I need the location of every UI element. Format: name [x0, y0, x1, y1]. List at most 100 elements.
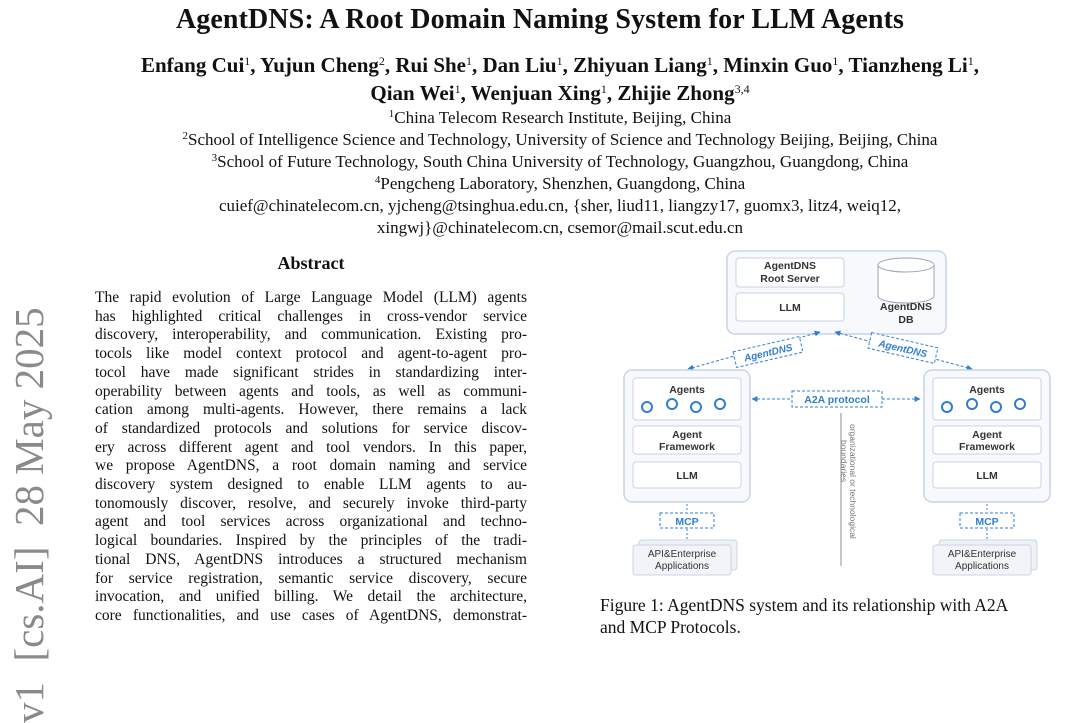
author-affiliation-mark: 1 [466, 54, 472, 68]
author-separator: , [460, 81, 471, 105]
left-agent-system: Agents Agent Framework LLM [623, 369, 751, 503]
right-framework-label-2: Framework [959, 441, 1015, 453]
left-llm-label: LLM [676, 470, 698, 482]
boundary-label-1: organizational or technological [848, 424, 858, 539]
boundary-label-2: boundaries [839, 440, 849, 482]
paper-title: AgentDNS: A Root Domain Naming System fo… [175, 4, 905, 35]
abstract-line: agent and tool services across organizat… [95, 513, 527, 531]
right-framework-label-1: Agent [972, 429, 1002, 441]
root-server-label-2: Root Server [760, 273, 820, 285]
affiliation-line: 3School of Future Technology, South Chin… [60, 151, 1060, 173]
affiliation-text: School of Future Technology, South China… [217, 152, 909, 171]
arxiv-stamp: v1 [cs.AI] 28 May 2025 [6, 307, 52, 723]
caption-line-2: and MCP Protocols. [600, 617, 741, 637]
right-llm-label: LLM [976, 470, 998, 482]
author-line-2: Qian Wei1, Wenjuan Xing1, Zhijie Zhong3,… [60, 79, 1060, 107]
author-separator: , [250, 53, 261, 77]
affiliation-mark: 2 [182, 130, 189, 142]
author-affiliation-mark: 1 [244, 54, 251, 68]
author-name: Zhijie Zhong [617, 81, 735, 105]
left-mcp-label: MCP [675, 516, 698, 528]
a2a-protocol-label: A2A protocol [804, 394, 870, 406]
author-affiliation-mark: 1 [832, 54, 839, 68]
author-affiliation-mark: 1 [600, 82, 607, 96]
abstract-line: operability between agents and tools, as… [95, 382, 527, 400]
abstract-heading: Abstract [277, 253, 345, 273]
db-label-1: AgentDNS [880, 301, 932, 313]
abstract-line: we propose AgentDNS, a root domain namin… [95, 457, 527, 475]
affiliation-line: 2School of Intelligence Science and Tech… [60, 129, 1060, 151]
author-name: Qian Wei [370, 81, 455, 105]
right-api-label-2: Applications [955, 561, 1009, 572]
agentdns-links: AgentDNS AgentDNS [687, 330, 973, 371]
caption-line-1: Figure 1: AgentDNS system and its relati… [600, 595, 1009, 615]
abstract-line: tonomously discover, resolve, and secure… [95, 494, 527, 512]
author-separator: , [384, 53, 396, 77]
abstract-line: ery across different agent and tool vend… [95, 438, 527, 456]
abstract-line: cation among multi-agents. However, ther… [95, 401, 527, 419]
left-framework-label-2: Framework [659, 441, 715, 453]
figure-1: AgentDNS Root Server LLM AgentDNS DB Age… [620, 248, 1060, 584]
affiliation-text: China Telecom Research Institute, Beijin… [394, 108, 732, 127]
affiliation-mark: 3 [211, 152, 218, 164]
right-mcp-label: MCP [975, 516, 998, 528]
author-affiliation-mark: 1 [454, 82, 461, 96]
author-list: Enfang Cui1, Yujun Cheng2, Rui She1, Dan… [60, 51, 1060, 107]
author-affiliation-mark: 1 [556, 54, 563, 68]
email-line-2: xingwj}@chinatelecom.cn, csemor@mail.scu… [376, 218, 744, 237]
author-separator: , [838, 53, 849, 77]
right-agent-system: Agents Agent Framework LLM [923, 369, 1051, 503]
abstract-text: The rapid evolution of Large Language Mo… [95, 289, 527, 626]
author-affiliation-mark: 1 [967, 54, 974, 68]
affiliations: 1China Telecom Research Institute, Beiji… [60, 107, 1060, 239]
right-agents-label: Agents [969, 384, 1005, 396]
email-line-1: cuief@chinatelecom.cn, yjcheng@tsinghua.… [218, 196, 902, 215]
author-separator: , [973, 53, 980, 77]
abstract-line: tional DNS, AgentDNS introduces a struct… [95, 550, 527, 568]
abstract-line: logical boundaries. Inspired by the prin… [95, 532, 527, 550]
abstract-line: core functionalities, and use cases of A… [95, 606, 527, 624]
author-separator: , [606, 81, 618, 105]
a2a-protocol-link: A2A protocol [751, 390, 921, 408]
abstract-line: tocol have made significant strides in s… [95, 363, 527, 381]
author-affiliation-mark: 2 [378, 54, 385, 68]
figure-caption: Figure 1: AgentDNS system and its relati… [600, 594, 1070, 638]
left-api-label-1: API&Enterprise [648, 549, 717, 560]
affiliation-text: School of Intelligence Science and Techn… [188, 130, 938, 149]
abstract-line: has highlighted critical challenges in c… [95, 307, 527, 325]
abstract-line: The rapid evolution of Large Language Mo… [95, 289, 527, 306]
author-name: Yujun Cheng [260, 53, 379, 77]
right-agent-icons [941, 398, 1026, 413]
author-affiliation-mark: 1 [706, 54, 713, 68]
author-separator: , [712, 53, 724, 77]
author-name: Rui She [395, 53, 466, 77]
right-mcp-stack: MCP API&Enterprise Applications [932, 504, 1038, 576]
root-llm-label: LLM [779, 302, 801, 314]
abstract-line: discovery, interoperability, and communi… [95, 326, 527, 344]
abstract-line: of standardized protocols and solutions … [95, 419, 527, 437]
author-name: Enfang Cui [140, 53, 245, 77]
database-icon [877, 257, 935, 304]
affiliation-mark: 1 [388, 108, 395, 120]
abstract-line: tocols like model context protocol and a… [95, 345, 527, 363]
author-name: Wenjuan Xing [470, 81, 601, 105]
left-mcp-stack: MCP API&Enterprise Applications [632, 504, 738, 576]
author-name: Tianzheng Li [848, 53, 968, 77]
author-separator: , [562, 53, 574, 77]
left-framework-label-1: Agent [672, 429, 702, 441]
left-api-label-2: Applications [655, 561, 709, 572]
abstract-line: invocation, and unified billing. We deta… [95, 588, 527, 606]
author-name: Dan Liu [482, 53, 557, 77]
left-agents-label: Agents [669, 384, 705, 396]
abstract-line: discovery system designed to enable LLM … [95, 476, 527, 494]
db-label-2: DB [898, 314, 914, 326]
left-agent-icons [641, 398, 726, 413]
author-line-1: Enfang Cui1, Yujun Cheng2, Rui She1, Dan… [60, 51, 1060, 79]
author-name: Minxin Guo [723, 53, 833, 77]
abstract-line: for service registration, semantic servi… [95, 569, 527, 587]
root-server-label-1: AgentDNS [764, 260, 816, 272]
author-name: Zhiyuan Liang [573, 53, 707, 77]
affiliation-text: Pengcheng Laboratory, Shenzhen, Guangdon… [380, 174, 746, 193]
affiliation-line: 4Pengcheng Laboratory, Shenzhen, Guangdo… [60, 173, 1060, 195]
org-boundary: organizational or technological boundari… [839, 413, 858, 566]
